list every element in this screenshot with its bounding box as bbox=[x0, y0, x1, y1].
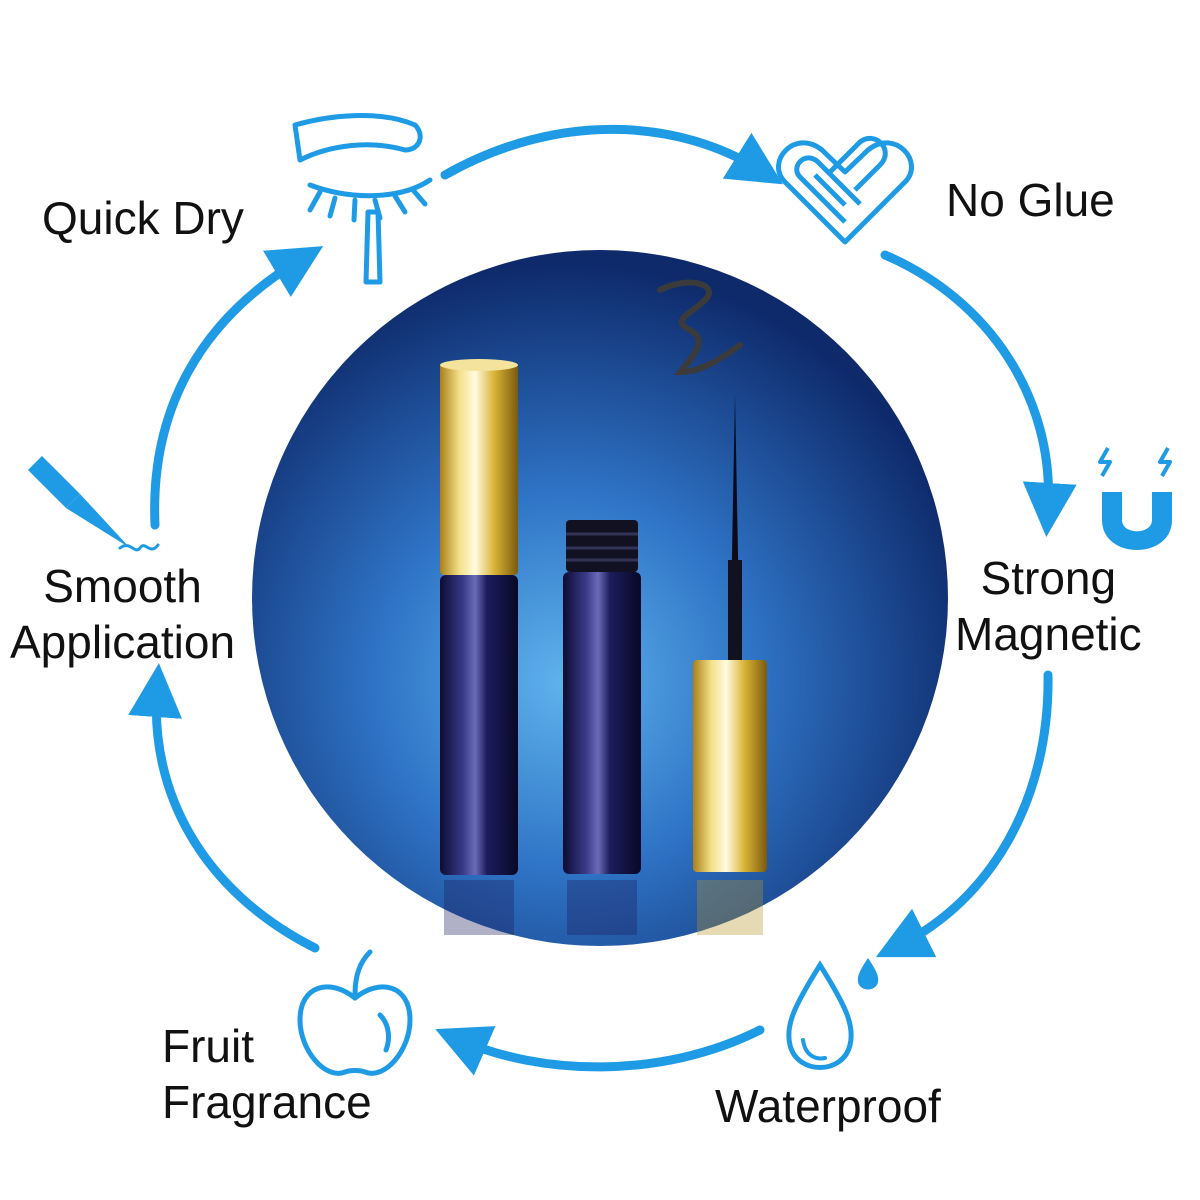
arrow-waterproof-to-fruit bbox=[435, 1025, 765, 1076]
arrow-fruit-to-smooth bbox=[128, 663, 320, 953]
product-circle bbox=[252, 250, 948, 946]
arrow-magnetic-to-waterproof bbox=[875, 670, 1053, 958]
feature-label-quick-dry: Quick Dry bbox=[42, 192, 244, 244]
feature-label-smooth-application: Smooth Application bbox=[10, 558, 235, 670]
fruit-fragrance-line1: Fruit bbox=[162, 1020, 254, 1072]
arrow-noglue-to-magnetic bbox=[880, 250, 1077, 537]
closed-eyeliner-tube bbox=[440, 359, 518, 935]
smooth-application-line2: Application bbox=[10, 616, 236, 668]
eyeliner-brush-icon bbox=[28, 456, 160, 552]
magnet-icon bbox=[1098, 447, 1172, 550]
cycle-arrows bbox=[128, 124, 1077, 1076]
open-eyeliner-bottle bbox=[563, 520, 641, 935]
apple-icon bbox=[297, 949, 413, 1076]
fruit-fragrance-line2: Fragrance bbox=[162, 1076, 372, 1128]
smooth-application-line1: Smooth bbox=[43, 560, 202, 612]
eye-brush-icon bbox=[292, 113, 433, 285]
feature-label-strong-magnetic: Strong Magnetic bbox=[955, 550, 1142, 662]
eyeliner-brush-applicator bbox=[657, 279, 767, 935]
arrow-smooth-to-quickdry bbox=[150, 246, 324, 530]
strong-magnetic-line1: Strong bbox=[980, 552, 1117, 604]
water-drop-icon bbox=[786, 958, 879, 1070]
arrow-quickdry-to-noglue bbox=[440, 124, 783, 185]
heart-knot-icon bbox=[776, 135, 914, 245]
feature-label-no-glue: No Glue bbox=[946, 174, 1115, 226]
feature-label-fruit-fragrance: Fruit Fragrance bbox=[162, 1018, 372, 1130]
feature-label-waterproof: Waterproof bbox=[715, 1080, 941, 1132]
strong-magnetic-line2: Magnetic bbox=[955, 608, 1142, 660]
